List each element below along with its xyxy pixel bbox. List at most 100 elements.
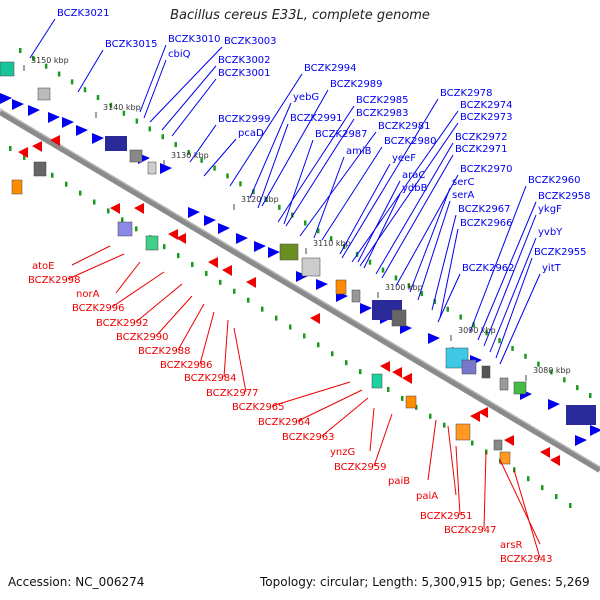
tick-mark-outer: [109, 102, 113, 108]
leader-line: [271, 381, 351, 407]
leader-line: [339, 163, 391, 255]
reverse-gene-arrow: [392, 367, 402, 378]
tick-mark-outer: [589, 393, 592, 398]
forward-gene-arrow: [548, 399, 560, 410]
cds-block: [455, 423, 471, 441]
cds-block: [513, 381, 527, 395]
gene-label-forward: BCZK2970: [460, 164, 513, 175]
tick-mark-outer: [70, 79, 74, 85]
accession-text: Accession: NC_006274: [8, 575, 145, 589]
forward-gene-arrow: [360, 303, 372, 314]
leader-line: [363, 193, 401, 269]
tick-mark-outer: [498, 338, 501, 344]
tick-mark-inner: [233, 288, 236, 294]
tick-mark-outer: [187, 149, 190, 155]
leader-line: [223, 319, 229, 378]
tick-mark-outer: [19, 48, 22, 53]
tick-mark-inner: [65, 181, 68, 187]
kbp-label: 3090 kbp: [458, 326, 496, 335]
leader-line: [477, 201, 537, 341]
gene-label-forward: BCZK2994: [304, 63, 357, 74]
leader-line: [233, 327, 247, 393]
leader-line: [71, 245, 111, 266]
reverse-gene-arrow: [540, 447, 550, 458]
reverse-gene-arrow: [222, 265, 232, 276]
tick-mark-outer: [31, 55, 35, 61]
tick-mark-outer: [420, 291, 424, 297]
forward-gene-arrow: [12, 99, 24, 110]
gene-label-forward: BCZK2980: [384, 136, 437, 147]
cds-block: [335, 279, 347, 295]
gene-label-forward: BCZK3003: [224, 36, 277, 47]
gene-label-forward: pcaD: [238, 128, 264, 139]
reverse-gene-arrow: [18, 147, 28, 158]
forward-gene-arrow: [76, 125, 88, 136]
gene-label-reverse: paiA: [416, 491, 438, 502]
tick-mark-outer: [459, 314, 462, 320]
reverse-gene-arrow: [470, 411, 480, 422]
cds-block: [499, 451, 511, 465]
reverse-gene-arrow: [478, 407, 488, 418]
leader-line: [313, 156, 345, 239]
reverse-gene-arrow: [310, 313, 320, 324]
tick-mark-outer: [537, 361, 540, 367]
gene-label-forward: araC: [402, 170, 425, 181]
tick-mark-outer: [57, 71, 61, 77]
leader-line: [469, 185, 527, 333]
tick-mark-inner: [23, 154, 26, 160]
leader-line: [431, 214, 457, 311]
tick-mark-outer: [304, 220, 307, 226]
tick-mark-outer: [524, 353, 527, 359]
leader-line: [369, 407, 375, 452]
leader-line: [341, 98, 439, 259]
gene-label-reverse: paiB: [388, 476, 410, 487]
tick-mark-outer: [381, 267, 385, 273]
leader-line: [299, 131, 377, 237]
tick-mark-outer: [550, 369, 553, 375]
kbp-label: 3080 kbp: [533, 366, 571, 375]
tick-mark-inner: [387, 386, 390, 392]
tick-mark-inner: [527, 476, 530, 482]
leader-line: [161, 65, 217, 131]
gene-label-forward: ydbB: [402, 183, 428, 194]
reverse-gene-arrow: [134, 203, 144, 214]
leader-line: [417, 200, 451, 301]
gene-label-reverse: BCZK2959: [334, 462, 387, 473]
gene-label-forward: yvbY: [538, 227, 563, 238]
gene-label-forward: BCZK2985: [356, 95, 409, 106]
leader-line: [483, 451, 487, 530]
gene-label-forward: BCZK2983: [356, 108, 409, 119]
gene-block: [566, 405, 596, 425]
cds-block: [279, 243, 299, 261]
tick-mark-outer: [368, 259, 372, 265]
gene-block: [105, 136, 127, 151]
leader-line: [285, 118, 355, 227]
cds-block: [11, 179, 23, 195]
tick-mark-inner: [79, 190, 82, 196]
gene-label-reverse: BCZK2963: [282, 432, 335, 443]
reverse-gene-arrow: [110, 203, 120, 214]
cds-block: [391, 309, 407, 327]
tick-mark-outer: [44, 63, 48, 69]
kbp-label: 3120 kbp: [241, 195, 279, 204]
tick-mark-inner: [471, 440, 474, 446]
leader-line: [483, 214, 537, 347]
tick-mark-outer: [472, 322, 475, 328]
gene-label-forward: BCZK3021: [57, 8, 110, 19]
tick-mark-outer: [96, 95, 100, 101]
reverse-gene-arrow: [208, 257, 218, 268]
gene-label-forward: ykgF: [538, 204, 562, 215]
gene-label-reverse: BCZK2990: [116, 332, 169, 343]
gene-label-reverse: BCZK2964: [258, 417, 311, 428]
tick-mark-inner: [289, 324, 292, 330]
tick-mark-inner: [541, 485, 544, 491]
tick-mark-outer: [83, 87, 87, 93]
tick-mark-inner: [401, 395, 404, 401]
cds-block: [499, 377, 509, 391]
leader-line: [447, 425, 457, 496]
gene-label-forward: BCZK2971: [455, 144, 508, 155]
forward-gene-arrow: [204, 215, 216, 226]
gene-label-reverse: BCZK2947: [444, 525, 497, 536]
tick-mark-inner: [107, 208, 110, 214]
leader-line: [489, 237, 537, 353]
